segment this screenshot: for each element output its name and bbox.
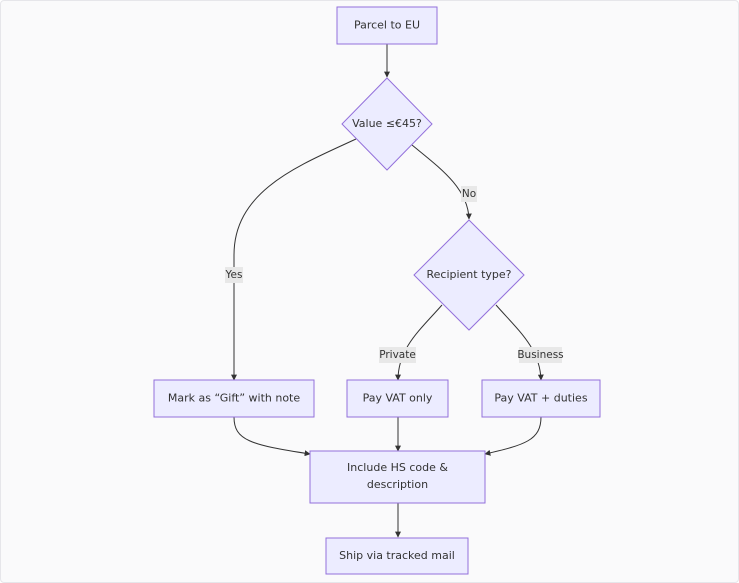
node-value-check-label: Value ≤€45?: [352, 117, 422, 130]
node-gift-label: Mark as “Gift” with note: [168, 392, 301, 405]
node-vat-duties-label: Pay VAT + duties: [494, 392, 587, 405]
edge-label-yes: Yes: [225, 267, 243, 283]
node-hs-code-label-line2: description: [367, 478, 428, 491]
edge-label-yes-text: Yes: [225, 269, 243, 281]
node-recipient-type-label: Recipient type?: [426, 268, 511, 281]
edge-recipient-private-to-vat: [395, 304, 443, 381]
edge-label-private-text: Private: [379, 349, 416, 361]
edge-label-business: Business: [517, 347, 564, 363]
edge-value-yes-to-gift: [231, 138, 357, 381]
node-parcel: Parcel to EU: [336, 6, 438, 45]
edge-gift-to-hs: [233, 416, 311, 457]
edge-label-no: No: [461, 186, 477, 202]
edges: [231, 44, 544, 538]
node-value-check: Value ≤€45?: [341, 77, 433, 171]
edge-label-no-text: No: [462, 188, 476, 200]
node-hs-code: Include HS code & description: [309, 450, 486, 504]
edge-label-private: Private: [379, 347, 416, 363]
node-gift: Mark as “Gift” with note: [153, 379, 315, 418]
node-parcel-label: Parcel to EU: [354, 19, 420, 32]
edge-label-business-text: Business: [517, 349, 563, 361]
node-vat-only-label: Pay VAT only: [363, 392, 433, 405]
edge-value-no-to-recipient: [411, 144, 472, 220]
node-ship-label: Ship via tracked mail: [339, 549, 455, 562]
node-vat-only: Pay VAT only: [346, 379, 449, 418]
edge-recipient-business-to-duties: [495, 304, 544, 381]
node-hs-code-label-line1: Include HS code &: [347, 461, 448, 474]
node-vat-duties: Pay VAT + duties: [481, 379, 601, 418]
edge-duties-to-hs: [484, 416, 542, 456]
node-ship: Ship via tracked mail: [325, 537, 469, 575]
node-recipient-type: Recipient type?: [413, 219, 525, 331]
